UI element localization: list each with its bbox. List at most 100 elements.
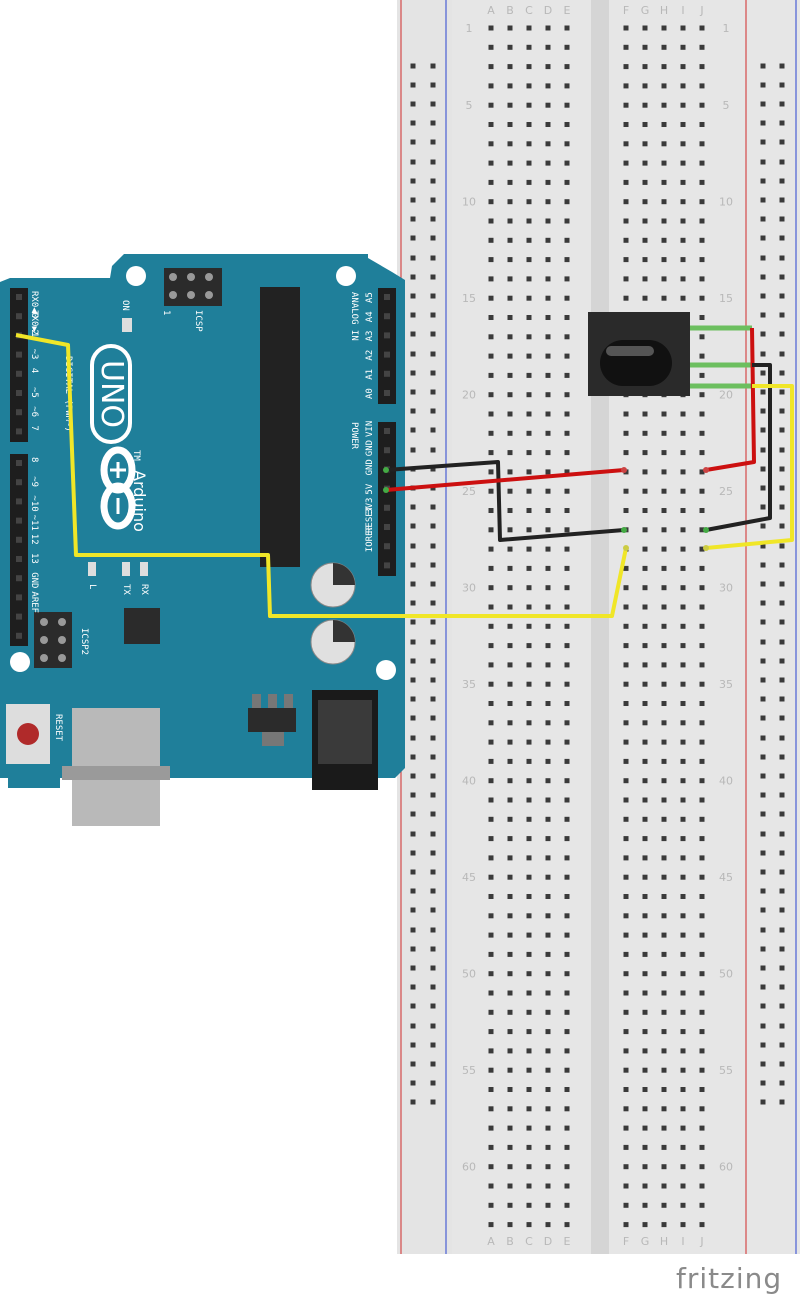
breadboard-hole[interactable] bbox=[545, 469, 551, 475]
rail-hole[interactable] bbox=[410, 888, 416, 894]
breadboard-hole[interactable] bbox=[564, 44, 570, 50]
breadboard-hole[interactable] bbox=[699, 604, 705, 610]
rail-hole[interactable] bbox=[760, 331, 766, 337]
rail-hole[interactable] bbox=[779, 658, 785, 664]
breadboard-hole[interactable] bbox=[564, 430, 570, 436]
breadboard-hole[interactable] bbox=[526, 334, 532, 340]
breadboard-hole[interactable] bbox=[680, 894, 686, 899]
rail-hole[interactable] bbox=[430, 600, 436, 606]
breadboard-hole[interactable] bbox=[623, 681, 629, 687]
breadboard-hole[interactable] bbox=[661, 450, 667, 456]
header-pin[interactable] bbox=[384, 390, 390, 396]
breadboard-hole[interactable] bbox=[526, 527, 532, 533]
breadboard-hole[interactable] bbox=[699, 179, 705, 185]
breadboard-hole[interactable] bbox=[526, 276, 532, 282]
rail-hole[interactable] bbox=[410, 715, 416, 721]
breadboard-hole[interactable] bbox=[699, 83, 705, 89]
rail-hole[interactable] bbox=[760, 677, 766, 683]
rail-hole[interactable] bbox=[430, 946, 436, 952]
rail-hole[interactable] bbox=[410, 120, 416, 126]
rail-hole[interactable] bbox=[760, 504, 766, 510]
breadboard-hole[interactable] bbox=[564, 179, 570, 185]
breadboard-hole[interactable] bbox=[661, 681, 667, 687]
breadboard-hole[interactable] bbox=[680, 643, 686, 649]
rail-hole[interactable] bbox=[779, 178, 785, 184]
rail-hole[interactable] bbox=[760, 408, 766, 414]
breadboard-hole[interactable] bbox=[488, 218, 494, 224]
rail-hole[interactable] bbox=[760, 101, 766, 107]
breadboard-hole[interactable] bbox=[680, 1222, 686, 1228]
breadboard-hole[interactable] bbox=[545, 1164, 551, 1170]
breadboard-hole[interactable] bbox=[488, 276, 494, 282]
breadboard-hole[interactable] bbox=[680, 179, 686, 185]
rail-hole[interactable] bbox=[779, 1099, 785, 1105]
breadboard-hole[interactable] bbox=[526, 488, 532, 494]
breadboard-hole[interactable] bbox=[507, 797, 513, 803]
rail-hole[interactable] bbox=[779, 869, 785, 875]
breadboard-hole[interactable] bbox=[661, 237, 667, 243]
breadboard-hole[interactable] bbox=[699, 102, 705, 108]
breadboard-hole[interactable] bbox=[507, 276, 513, 282]
header-pin[interactable] bbox=[16, 517, 22, 524]
breadboard-hole[interactable] bbox=[507, 508, 513, 513]
breadboard-hole[interactable] bbox=[699, 1029, 705, 1035]
breadboard-hole[interactable] bbox=[680, 44, 686, 50]
rail-hole[interactable] bbox=[430, 1080, 436, 1086]
rail-hole[interactable] bbox=[430, 850, 436, 856]
breadboard-hole[interactable] bbox=[680, 450, 686, 456]
breadboard-hole[interactable] bbox=[488, 913, 494, 919]
breadboard-hole[interactable] bbox=[623, 1222, 629, 1228]
breadboard-hole[interactable] bbox=[545, 720, 551, 726]
breadboard-hole[interactable] bbox=[488, 546, 494, 552]
breadboard-hole[interactable] bbox=[680, 1087, 686, 1092]
breadboard-hole[interactable] bbox=[507, 701, 513, 706]
breadboard-hole[interactable] bbox=[623, 739, 629, 745]
rail-hole[interactable] bbox=[410, 907, 416, 913]
breadboard-hole[interactable] bbox=[680, 836, 686, 842]
rail-hole[interactable] bbox=[430, 1099, 436, 1105]
rail-hole[interactable] bbox=[779, 427, 785, 433]
rail-hole[interactable] bbox=[430, 581, 436, 587]
breadboard-hole[interactable] bbox=[545, 932, 551, 938]
breadboard-hole[interactable] bbox=[680, 951, 686, 957]
breadboard-hole[interactable] bbox=[642, 971, 648, 977]
breadboard-hole[interactable] bbox=[642, 951, 648, 957]
rail-hole[interactable] bbox=[760, 773, 766, 779]
rail-hole[interactable] bbox=[430, 293, 436, 299]
breadboard-hole[interactable] bbox=[564, 681, 570, 687]
breadboard-hole[interactable] bbox=[507, 411, 513, 417]
rail-hole[interactable] bbox=[410, 82, 416, 88]
breadboard-hole[interactable] bbox=[642, 758, 648, 764]
rail-hole[interactable] bbox=[430, 274, 436, 280]
breadboard-hole[interactable] bbox=[488, 778, 494, 784]
breadboard-hole[interactable] bbox=[545, 488, 551, 494]
breadboard-hole[interactable] bbox=[642, 411, 648, 417]
breadboard-hole[interactable] bbox=[699, 295, 705, 301]
rail-hole[interactable] bbox=[779, 523, 785, 529]
breadboard-hole[interactable] bbox=[623, 1106, 629, 1112]
breadboard-hole[interactable] bbox=[661, 430, 667, 436]
breadboard-hole[interactable] bbox=[680, 237, 686, 243]
breadboard-hole[interactable] bbox=[699, 681, 705, 687]
rail-hole[interactable] bbox=[410, 139, 416, 145]
breadboard-hole[interactable] bbox=[526, 1029, 532, 1035]
breadboard-hole[interactable] bbox=[564, 1067, 570, 1073]
breadboard-hole[interactable] bbox=[507, 1125, 513, 1131]
breadboard-hole[interactable] bbox=[507, 450, 513, 456]
rail-hole[interactable] bbox=[410, 581, 416, 587]
breadboard-hole[interactable] bbox=[661, 1222, 667, 1228]
breadboard-hole[interactable] bbox=[680, 257, 686, 263]
rail-hole[interactable] bbox=[430, 543, 436, 549]
breadboard-hole[interactable] bbox=[526, 469, 532, 475]
breadboard-hole[interactable] bbox=[545, 836, 551, 842]
rail-hole[interactable] bbox=[779, 984, 785, 990]
breadboard-hole[interactable] bbox=[642, 1183, 648, 1189]
breadboard-hole[interactable] bbox=[699, 64, 705, 70]
rail-hole[interactable] bbox=[410, 389, 416, 395]
breadboard-hole[interactable] bbox=[642, 855, 648, 861]
breadboard-hole[interactable] bbox=[661, 1009, 667, 1015]
rail-hole[interactable] bbox=[410, 850, 416, 856]
breadboard-hole[interactable] bbox=[488, 199, 494, 205]
breadboard-hole[interactable] bbox=[488, 411, 494, 417]
breadboard-hole[interactable] bbox=[642, 179, 648, 185]
